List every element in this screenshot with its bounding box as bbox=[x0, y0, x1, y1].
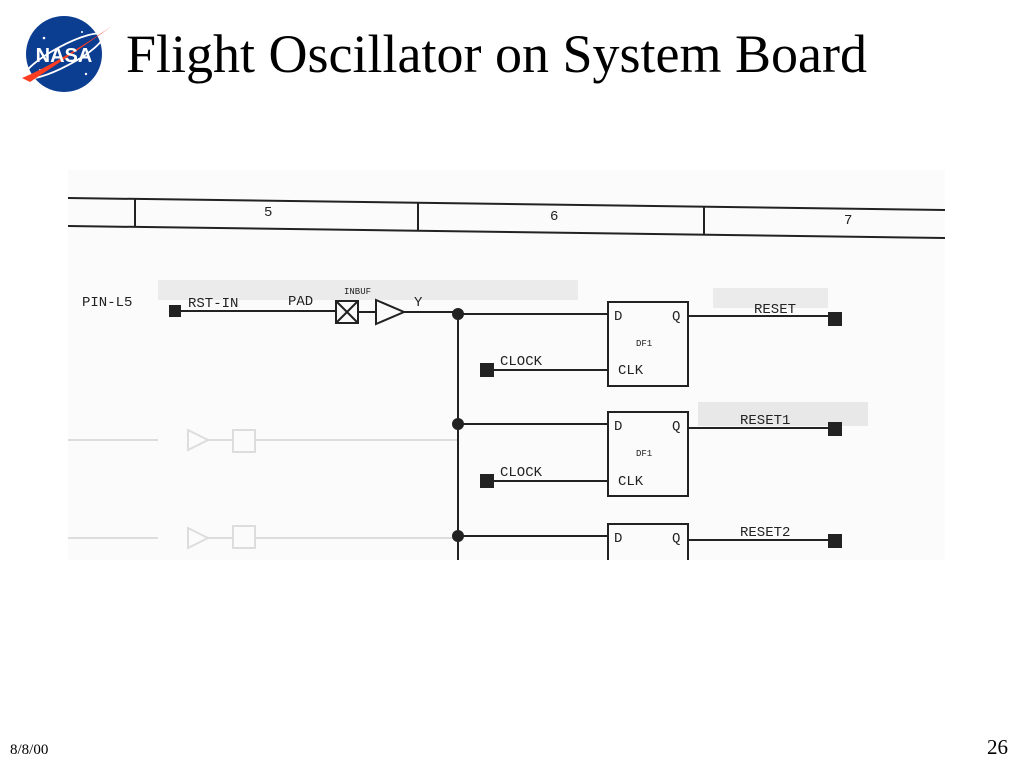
svg-text:NASA: NASA bbox=[36, 45, 93, 67]
reset1-label: RESET1 bbox=[740, 413, 790, 429]
ff1-q-pin: Q bbox=[672, 309, 680, 325]
column-label-6: 6 bbox=[550, 209, 558, 225]
flipflop-2 bbox=[607, 411, 689, 497]
ff3-q-pin: Q bbox=[672, 531, 680, 547]
clock-label: CLOCK bbox=[500, 354, 543, 370]
input-buffer-icon bbox=[375, 298, 407, 326]
pin-label: PIN-L5 bbox=[82, 295, 132, 311]
flipflop-1 bbox=[607, 301, 689, 387]
reset-label: RESET bbox=[754, 302, 796, 318]
clock-pin-icon bbox=[480, 474, 494, 488]
page-number: 26 bbox=[987, 735, 1008, 759]
buffer-output-label: Y bbox=[414, 295, 423, 311]
schematic-diagram: 5 6 7 PIN-L5 RST-IN PAD bbox=[68, 170, 945, 560]
input-pin-icon bbox=[169, 305, 181, 317]
footer-date: 8/8/00 bbox=[10, 742, 49, 758]
flipflop-3 bbox=[607, 523, 689, 560]
clock-label: CLOCK bbox=[500, 465, 543, 481]
column-label-5: 5 bbox=[264, 205, 272, 221]
pad-label: PAD bbox=[288, 294, 313, 310]
reset2-label: RESET2 bbox=[740, 525, 790, 541]
ff1-clk-pin: CLK bbox=[618, 363, 644, 379]
output-pin-icon bbox=[828, 422, 842, 436]
ff1-name: DF1 bbox=[636, 339, 652, 349]
output-pin-icon bbox=[828, 534, 842, 548]
pad-cell-icon bbox=[335, 300, 359, 324]
page-title: Flight Oscillator on System Board bbox=[126, 24, 867, 84]
nasa-logo-icon: NASA bbox=[22, 16, 112, 92]
buffer-label: INBUF bbox=[344, 287, 371, 297]
ff2-d-pin: D bbox=[614, 419, 622, 435]
ff2-clk-pin: CLK bbox=[618, 474, 644, 490]
ff3-d-pin: D bbox=[614, 531, 622, 547]
ff1-d-pin: D bbox=[614, 309, 622, 325]
column-label-7: 7 bbox=[844, 213, 852, 229]
ghost-row-1 bbox=[68, 428, 458, 453]
net-label: RST-IN bbox=[188, 296, 238, 312]
clock-pin-icon bbox=[480, 363, 494, 377]
ghost-row-2 bbox=[68, 525, 458, 550]
ff2-q-pin: Q bbox=[672, 419, 680, 435]
ff2-name: DF1 bbox=[636, 449, 652, 459]
output-pin-icon bbox=[828, 312, 842, 326]
